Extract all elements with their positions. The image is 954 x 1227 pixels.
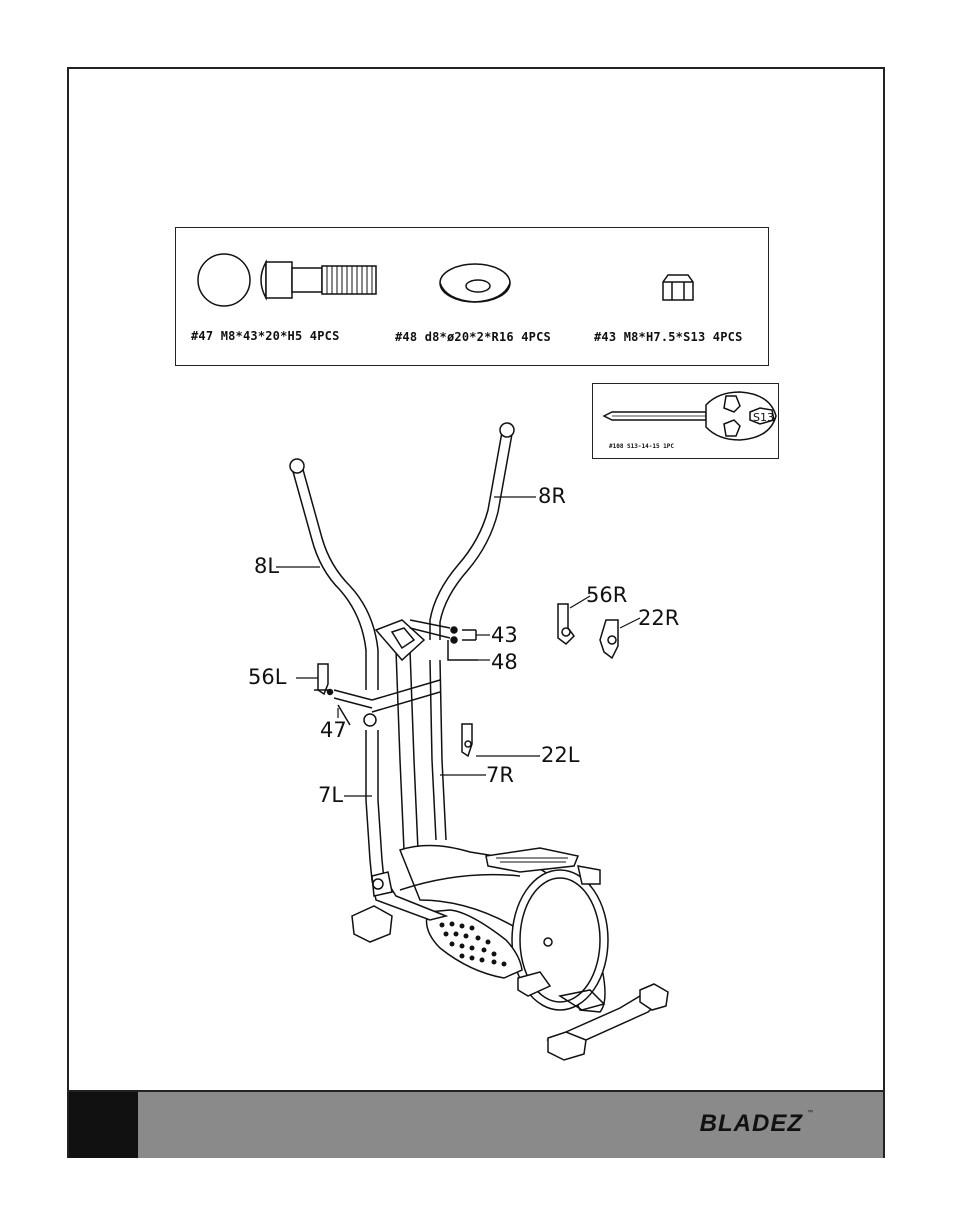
callout-7R: 7R bbox=[486, 763, 514, 787]
tool-socket-label: S13 bbox=[753, 411, 774, 424]
footer-page-number-block bbox=[69, 1092, 138, 1158]
callout-22R: 22R bbox=[638, 606, 680, 630]
brand-logo: BLADEZ bbox=[699, 1110, 803, 1137]
lower-tube-right-7R bbox=[429, 659, 447, 841]
tool-box bbox=[592, 383, 779, 459]
wrench-icon bbox=[602, 391, 777, 441]
page-footer: BLADEZ ™ bbox=[69, 1090, 883, 1158]
center-mast bbox=[363, 619, 441, 851]
part-43-label: #43 M8*H7.5*S13 4PCS bbox=[594, 330, 743, 344]
curved-washer-icon bbox=[439, 263, 511, 303]
handlebar-right-8R bbox=[429, 422, 515, 640]
callout-43: 43 bbox=[491, 623, 518, 647]
carriage-bolt-icon bbox=[197, 253, 377, 307]
lower-tube-left-7L bbox=[365, 730, 385, 881]
tool-108-label: #108 S13-14-15 1PC bbox=[609, 443, 675, 450]
bracket-56L bbox=[314, 663, 330, 696]
hardware-parts-box bbox=[175, 227, 769, 366]
callout-56L: 56L bbox=[248, 665, 287, 689]
bracket-22R bbox=[599, 619, 619, 660]
nylon-nut-icon bbox=[662, 274, 694, 301]
pedal-right bbox=[485, 847, 601, 885]
callout-56R: 56R bbox=[586, 583, 628, 607]
part-47-label: #47 M8*43*20*H5 4PCS bbox=[191, 329, 340, 343]
bracket-22L bbox=[461, 723, 473, 758]
base-frame bbox=[351, 871, 669, 1061]
callout-48: 48 bbox=[491, 650, 518, 674]
callout-22L: 22L bbox=[541, 743, 580, 767]
callout-7L: 7L bbox=[318, 783, 344, 807]
bracket-56R bbox=[557, 603, 575, 645]
callout-47: 47 bbox=[320, 718, 347, 742]
callout-8L: 8L bbox=[254, 554, 280, 578]
part-48-label: #48 d8*ø20*2*R16 4PCS bbox=[395, 330, 551, 344]
callout-leaders bbox=[276, 496, 641, 797]
handlebar-left-8L bbox=[289, 458, 379, 690]
callout-8R: 8R bbox=[538, 484, 566, 508]
pedal-left bbox=[425, 909, 523, 979]
brand-trademark: ™ bbox=[807, 1110, 813, 1116]
